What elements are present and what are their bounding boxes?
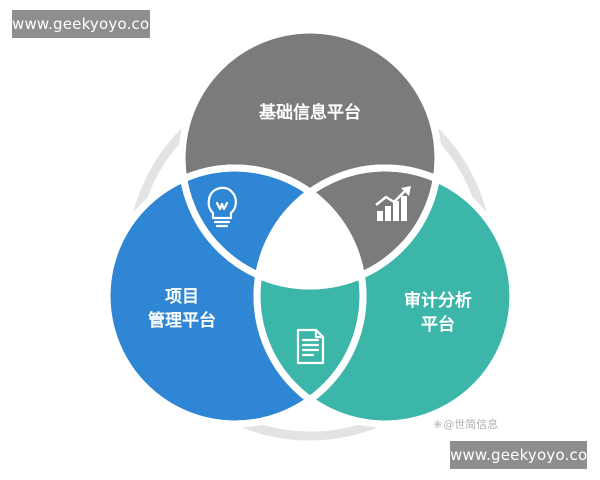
label-right-line2: 平台 xyxy=(421,314,455,335)
lightbulb-icon xyxy=(207,186,237,228)
credit-text: ❀@世简信息 xyxy=(433,416,498,432)
paw-icon: ❀ xyxy=(433,418,443,431)
label-top: 基础信息平台 xyxy=(258,102,361,123)
growth-chart-icon xyxy=(375,186,411,221)
credit-label: @世简信息 xyxy=(443,418,499,431)
lens-top-right xyxy=(257,168,438,286)
label-right-line1: 审计分析 xyxy=(404,290,472,311)
document-icon xyxy=(296,328,325,365)
label-left-line1: 项目 xyxy=(165,287,199,307)
watermark-top: www.geekyoyo.com xyxy=(12,10,164,38)
label-left-line2: 管理平台 xyxy=(148,310,216,331)
watermark-bottom: www.geekyoyo.com xyxy=(450,441,600,469)
